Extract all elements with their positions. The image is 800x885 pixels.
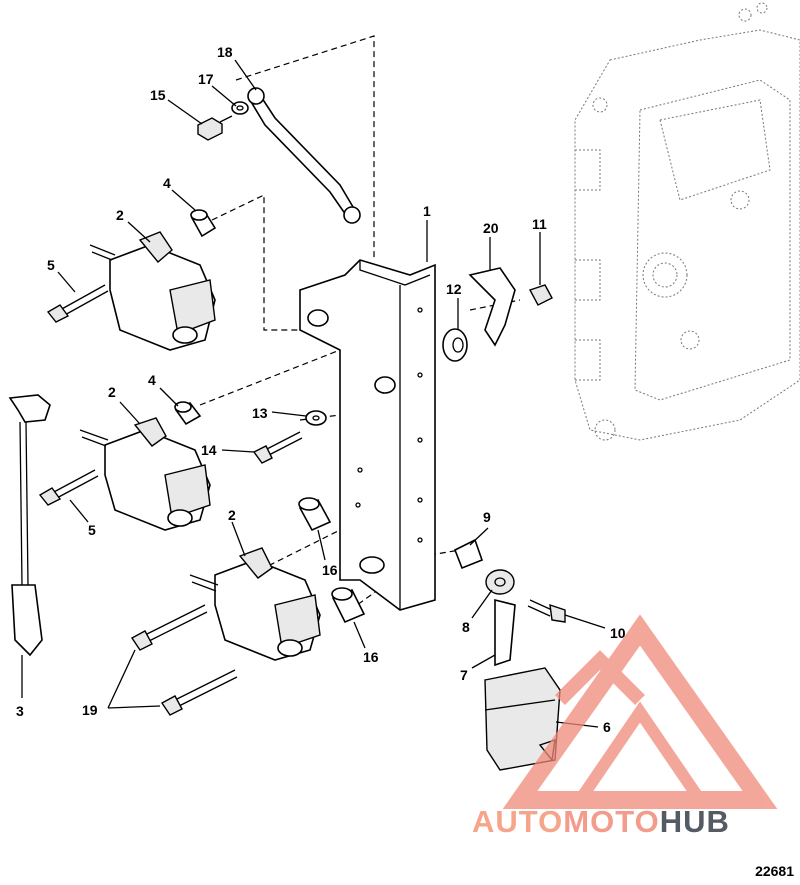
grommet-12 <box>442 328 468 362</box>
spacer-4-upper <box>190 209 217 238</box>
spark-plug-lead <box>8 394 51 657</box>
bracket-7 <box>494 598 516 667</box>
washer-17 <box>231 101 249 115</box>
mounting-bracket <box>299 259 436 611</box>
bolt-19-lower <box>160 669 238 716</box>
spacer-16-upper <box>298 497 332 532</box>
watermark-text-hub: HUB <box>659 804 730 839</box>
callout-17: 17 <box>198 71 214 87</box>
spacer-4-middle <box>174 401 202 426</box>
callout-11: 11 <box>532 216 547 232</box>
ignition-coil-upper <box>89 231 216 351</box>
callout-5-middle: 5 <box>88 522 96 538</box>
leader-lines <box>21 59 606 728</box>
bolt-5-middle <box>38 469 99 506</box>
spacer-16-lower <box>331 587 366 624</box>
callout-9: 9 <box>483 509 491 525</box>
bolt-19-upper <box>130 604 208 651</box>
washer-13 <box>305 410 327 426</box>
callout-2-lower: 2 <box>228 507 236 523</box>
screw-10 <box>527 599 566 623</box>
callout-3: 3 <box>16 703 24 719</box>
callout-14: 14 <box>201 442 217 458</box>
callout-4-middle: 4 <box>148 372 156 388</box>
watermark-text-auto: AUTO <box>472 804 564 839</box>
callout-7: 7 <box>460 667 468 683</box>
callout-2-upper: 2 <box>116 207 124 223</box>
ground-strap <box>247 87 361 224</box>
clamp-20 <box>468 267 516 347</box>
callout-6: 6 <box>603 719 611 735</box>
callout-13: 13 <box>252 405 268 421</box>
callout-2-middle: 2 <box>108 384 116 400</box>
callout-1: 1 <box>423 203 431 219</box>
watermark-logo <box>502 614 778 809</box>
callout-8: 8 <box>462 619 470 635</box>
watermark-text-moto: MOTO <box>563 804 660 839</box>
callout-20: 20 <box>483 220 499 236</box>
callout-12: 12 <box>446 281 462 297</box>
bolt-5-upper <box>46 284 109 323</box>
screw-15 <box>197 115 233 141</box>
ignition-coil-lower <box>189 547 321 661</box>
engine-block-outline <box>574 2 800 441</box>
bolt-14 <box>252 431 303 464</box>
diagram-id: 22681 <box>755 863 794 879</box>
screw-11 <box>528 284 553 306</box>
callout-19: 19 <box>82 702 98 718</box>
callout-18: 18 <box>217 44 233 60</box>
callout-16-upper: 16 <box>322 562 338 578</box>
ignition-coil-middle <box>79 417 211 531</box>
callout-5-upper: 5 <box>47 257 55 273</box>
callout-10: 10 <box>610 625 626 641</box>
callout-15: 15 <box>150 87 166 103</box>
callout-labels: 1 2 2 2 3 4 4 5 5 6 7 8 9 10 11 12 13 14… <box>16 44 626 735</box>
grommet-8 <box>485 569 515 595</box>
callout-16-lower: 16 <box>363 649 379 665</box>
callout-4-upper: 4 <box>163 175 171 191</box>
sleeve-9 <box>453 538 484 570</box>
watermark-text: AUTOMOTOHUB <box>472 804 730 840</box>
